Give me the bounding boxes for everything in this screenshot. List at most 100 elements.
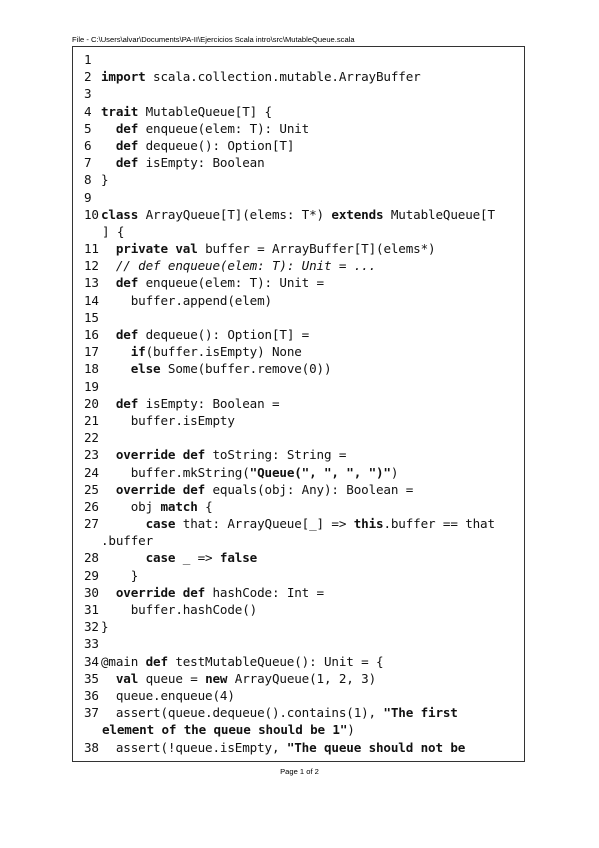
line-number: 5	[84, 120, 92, 136]
code-text: buffer.append(elem)	[101, 292, 272, 309]
code-line: 27 case that: ArrayQueue[_] => this.buff…	[73, 515, 524, 532]
keyword-token: def	[115, 275, 139, 291]
line-number: 3	[84, 86, 92, 102]
code-token: assert(!queue.isEmpty,	[101, 739, 287, 755]
code-line: 36 queue.enqueue(4)	[73, 687, 524, 704]
code-text: def dequeue(): Option[T]	[101, 137, 295, 154]
code-text: else Some(buffer.remove(0))	[101, 360, 332, 377]
code-token: queue =	[138, 670, 206, 686]
line-number: 38	[84, 739, 99, 755]
keyword-token: new	[205, 670, 228, 686]
code-line: 24 buffer.mkString("Queue(", ", ", ")")	[73, 464, 524, 481]
code-text: import scala.collection.mutable.ArrayBuf…	[101, 68, 421, 85]
code-token: buffer.hashCode()	[101, 602, 258, 617]
line-number: 9	[84, 189, 92, 205]
line-number: 13	[84, 275, 99, 291]
code-token	[101, 516, 146, 531]
code-token: enqueue(elem: T): Unit =	[138, 275, 325, 291]
keyword-token: case	[145, 516, 176, 532]
code-token: obj	[101, 498, 161, 514]
code-text: assert(queue.dequeue().contains(1), "The…	[101, 704, 458, 721]
code-token	[101, 344, 131, 359]
code-line: 35 val queue = new ArrayQueue(1, 2, 3)	[73, 670, 524, 687]
keyword-token: def	[115, 137, 139, 153]
code-line: 33	[73, 635, 524, 652]
string-token: "The first	[383, 705, 458, 721]
keyword-token: override def	[115, 481, 206, 497]
code-token	[101, 121, 116, 136]
code-line: 9	[73, 189, 524, 206]
code-token: ArrayQueue(1, 2, 3)	[227, 670, 377, 686]
line-number: 26	[84, 498, 99, 514]
code-text: def isEmpty: Boolean	[101, 154, 265, 171]
keyword-token: case	[145, 550, 176, 566]
code-token	[101, 396, 116, 411]
code-token	[101, 241, 116, 256]
code-token	[101, 447, 116, 462]
code-line: 8}	[73, 171, 524, 188]
code-line: 14 buffer.append(elem)	[73, 292, 524, 309]
code-token: ] {	[102, 223, 125, 239]
code-token	[101, 550, 146, 565]
code-text: def dequeue(): Option[T] =	[101, 326, 309, 343]
code-line: 26 obj match {	[73, 498, 524, 515]
keyword-token: private val	[115, 241, 198, 257]
line-number: 34	[84, 653, 99, 669]
code-token: {	[197, 498, 213, 514]
code-line: 11 private val buffer = ArrayBuffer[T](e…	[73, 240, 524, 257]
code-line: 15	[73, 309, 524, 326]
code-token: testMutableQueue(): Unit = {	[167, 653, 384, 669]
code-text: trait MutableQueue[T] {	[101, 103, 272, 120]
code-text: buffer.mkString("Queue(", ", ", ")")	[101, 464, 399, 481]
code-token: )	[347, 722, 355, 738]
code-line: 17 if(buffer.isEmpty) None	[73, 343, 524, 360]
code-line: 22	[73, 429, 524, 446]
line-number: 6	[84, 137, 92, 153]
line-number: 37	[84, 705, 99, 721]
keyword-token: class	[101, 206, 139, 222]
line-number: 28	[84, 550, 99, 566]
keyword-token: extends	[331, 206, 384, 222]
page-number: Page 1 of 2	[280, 767, 319, 776]
file-path-header: File - C:\Users\alvar\Documents\PA-II\Ej…	[72, 35, 355, 44]
code-token: scala.collection.mutable.ArrayBuffer	[145, 69, 421, 85]
code-text: assert(!queue.isEmpty, "The queue should…	[101, 739, 465, 756]
code-line: 34@main def testMutableQueue(): Unit = {	[73, 653, 524, 670]
line-number: 8	[84, 172, 92, 188]
code-line: 37 assert(queue.dequeue().contains(1), "…	[73, 704, 524, 721]
code-token: equals(obj: Any): Boolean =	[205, 481, 414, 497]
code-text: case that: ArrayQueue[_] => this.buffer …	[101, 515, 495, 532]
keyword-token: def	[115, 120, 139, 136]
code-text: // def enqueue(elem: T): Unit = ...	[101, 257, 376, 274]
code-token: buffer.mkString(	[101, 464, 250, 480]
code-text: class ArrayQueue[T](elems: T*) extends M…	[101, 206, 495, 223]
line-number: 19	[84, 378, 99, 394]
line-number: 11	[84, 241, 99, 257]
line-number: 22	[84, 430, 99, 446]
code-line: 5 def enqueue(elem: T): Unit	[73, 120, 524, 137]
code-token: _ =>	[175, 550, 220, 566]
line-number: 20	[84, 395, 99, 411]
code-text: override def hashCode: Int =	[101, 584, 324, 601]
line-number: 17	[84, 344, 99, 360]
code-token: toString: String =	[205, 447, 347, 463]
code-token: }	[101, 567, 139, 583]
code-text: element of the queue should be 1")	[102, 721, 355, 738]
keyword-token: def	[115, 155, 139, 171]
code-token	[101, 327, 116, 342]
string-token: element of the queue should be 1"	[102, 722, 348, 738]
code-text: }	[101, 618, 109, 635]
line-number: 21	[84, 412, 99, 428]
code-token	[101, 155, 116, 170]
code-token	[101, 138, 116, 153]
code-line: 3	[73, 85, 524, 102]
code-text: override def equals(obj: Any): Boolean =	[101, 481, 413, 498]
code-token: isEmpty: Boolean =	[138, 395, 280, 411]
code-text: case _ => false	[101, 549, 258, 566]
code-token	[101, 671, 116, 686]
line-number: 7	[84, 155, 92, 171]
